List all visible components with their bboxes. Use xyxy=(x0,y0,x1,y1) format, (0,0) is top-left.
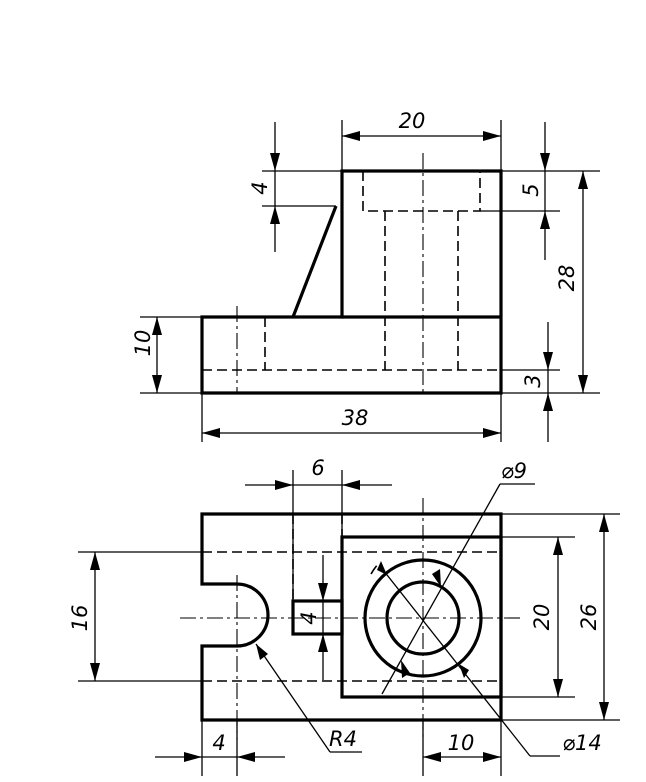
front-view-dimension-lines xyxy=(152,122,588,442)
top-view-hidden-lines xyxy=(202,514,501,682)
top-dim-pin-size: 4 xyxy=(297,611,321,624)
top-dim-small-hole-dia: ⌀9 xyxy=(501,459,527,483)
front-view-rib-edge xyxy=(291,205,338,318)
top-dim-notch-span: 16 xyxy=(68,605,92,632)
top-view-outline xyxy=(200,512,503,722)
front-dim-width-total: 38 xyxy=(342,406,369,430)
front-dim-height-base: 10 xyxy=(131,330,155,357)
front-dim-width-top: 20 xyxy=(399,109,426,133)
front-view: 20 38 28 10 4 5 3 xyxy=(131,109,600,442)
front-dim-rib-offset: 4 xyxy=(248,181,272,194)
top-view-dimension-lines xyxy=(90,480,609,762)
front-view-outline xyxy=(200,169,503,395)
top-view-extension-lines xyxy=(78,470,620,776)
front-dim-counterbore-depth: 5 xyxy=(519,183,543,196)
top-dim-square-size: 20 xyxy=(530,604,554,631)
top-dim-hole-offset: 10 xyxy=(448,731,475,755)
front-view-hidden-lines xyxy=(202,171,501,371)
front-dim-height-total: 28 xyxy=(555,265,579,292)
front-dim-bottom-slot-depth: 3 xyxy=(521,374,545,387)
top-view: 6 ⌀9 ⌀14 16 20 26 4 4 R4 10 xyxy=(68,456,620,776)
top-dim-notch-radius: R4 xyxy=(329,727,357,751)
top-dim-large-hole-dia: ⌀14 xyxy=(562,731,601,755)
top-dim-depth-total: 26 xyxy=(577,604,601,631)
top-dim-notch-offset: 4 xyxy=(212,731,225,755)
top-dim-slot-width: 6 xyxy=(311,456,324,480)
